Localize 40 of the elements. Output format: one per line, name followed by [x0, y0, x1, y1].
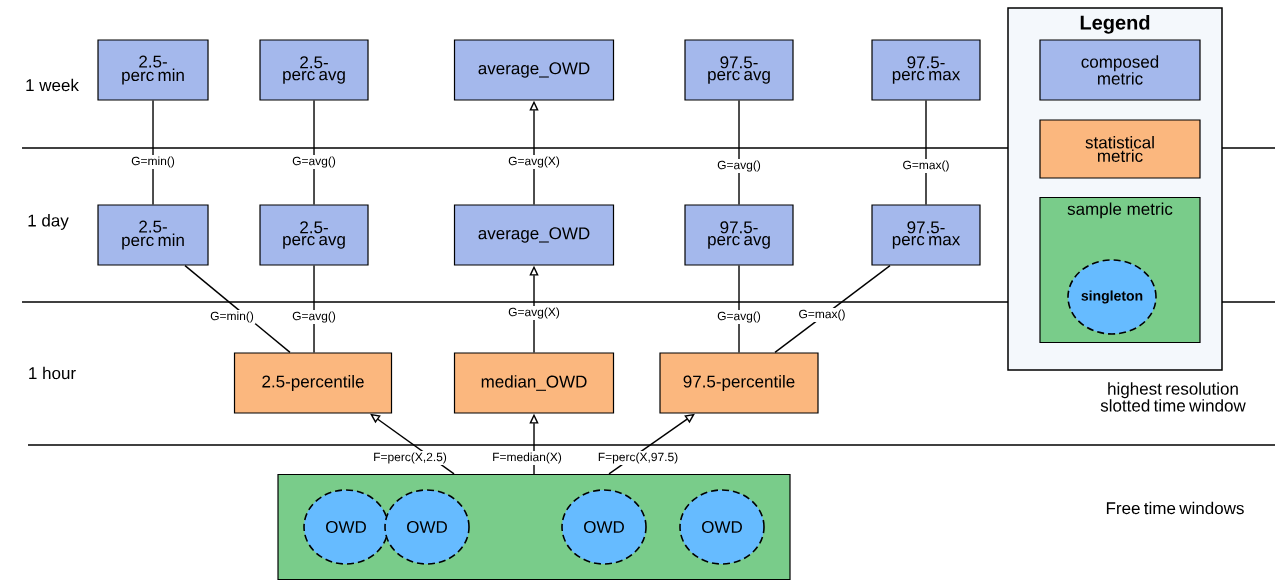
metric-box: composed metric — [1039, 39, 1201, 101]
metric-box: 97.5-perc avg — [684, 39, 794, 101]
row-label: 1 hour — [29, 366, 76, 380]
note-text: Free time windows — [1106, 501, 1244, 515]
metric-box: 2.5-perc min — [97, 39, 209, 101]
connector-line — [738, 99, 740, 206]
edge-label: G=avg() — [715, 158, 763, 174]
metric-box: 97.5-perc max — [871, 39, 981, 101]
metric-box: average_OWD — [453, 204, 615, 266]
connector-line — [313, 99, 315, 206]
metric-box: median_OWD — [453, 352, 615, 414]
edge-label: G=max() — [797, 307, 847, 323]
edge-label: G=avg() — [290, 309, 338, 325]
edge-label: F=perc(X,97.5) — [596, 450, 680, 466]
edge-label: F=median(X) — [490, 450, 564, 466]
metric-box: 97.5-percentile — [659, 352, 819, 414]
edge-label: G=max() — [901, 158, 951, 174]
metric-box: 2.5-perc avg — [259, 39, 369, 101]
metric-box: 97.5-perc avg — [684, 204, 794, 266]
metric-box: statistical metric — [1039, 119, 1201, 179]
metric-box: 2.5-perc avg — [259, 204, 369, 266]
edge-label: G=avg(X) — [506, 154, 562, 170]
metric-box: 97.5-perc max — [871, 204, 981, 266]
edge-label: G=avg() — [290, 154, 338, 170]
row-label: 1 day — [28, 214, 69, 230]
connector-line — [152, 99, 154, 206]
connector-line — [925, 99, 927, 206]
edge-label: G=min() — [208, 309, 256, 325]
edge-label: F=perc(X,2.5) — [371, 450, 449, 466]
metric-box: 2.5-perc min — [97, 204, 209, 266]
note-text: highest resolution slotted time window — [1100, 382, 1246, 412]
edge-label: G=avg() — [715, 309, 763, 325]
connector-line — [738, 264, 740, 354]
edge-label: G=min() — [129, 154, 177, 170]
connector-line — [774, 264, 891, 354]
metric-box: 2.5-percentile — [233, 352, 393, 414]
row-label: 1 week — [26, 78, 79, 92]
metric-box: average_OWD — [453, 39, 615, 101]
edge-label: G=avg(X) — [506, 305, 562, 321]
connector-line — [313, 264, 315, 354]
